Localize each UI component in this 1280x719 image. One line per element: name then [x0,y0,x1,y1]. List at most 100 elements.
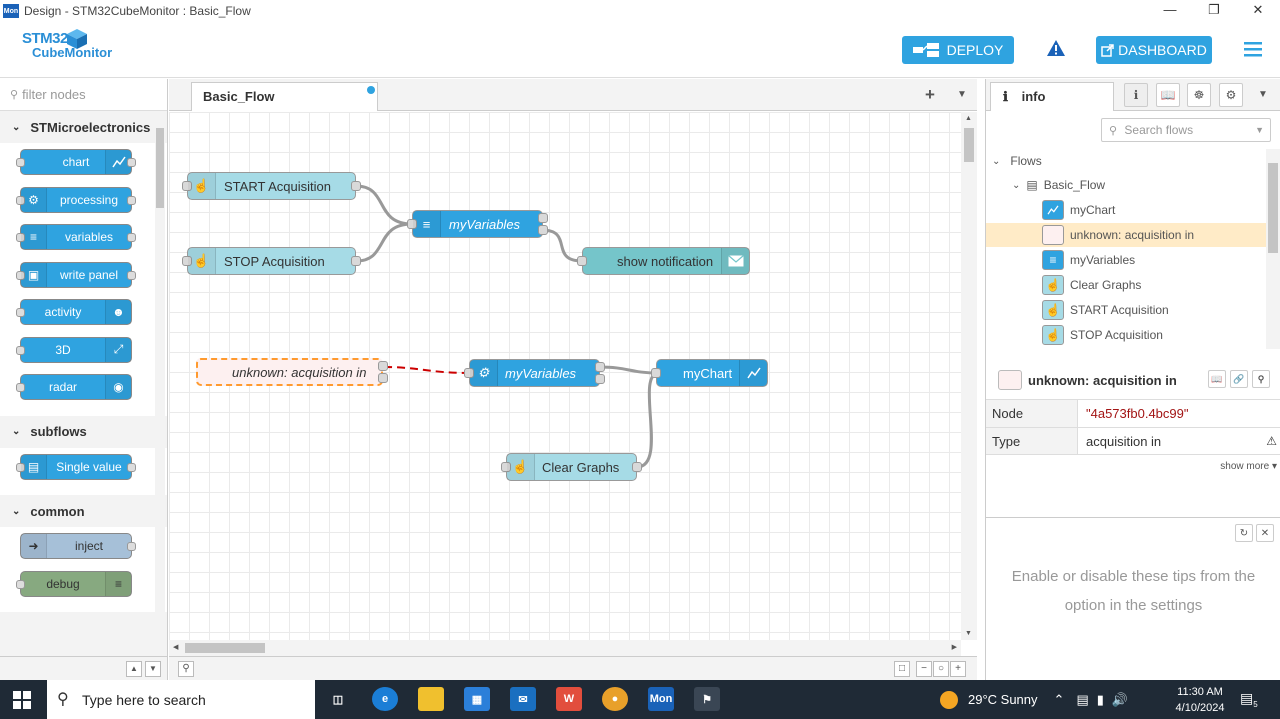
palette-node-debug[interactable]: debug≡ [16,570,132,597]
cube-icon [67,29,87,49]
tree-item-start-acquisition[interactable]: ☝ START Acquisition [986,298,1266,322]
zoom-reset-button[interactable]: ○ [933,661,949,677]
search-icon[interactable]: ⚲ [1252,370,1270,388]
palette-node-3d[interactable]: 3D⤢ [16,336,132,363]
palette-scrollbar[interactable] [155,112,165,652]
close-icon[interactable]: ✕ [1256,524,1274,542]
book-icon[interactable]: 📖 [1156,83,1180,107]
task-view-icon[interactable]: ◫ [332,693,344,706]
flow-list-dropdown[interactable]: ▼ [957,89,967,100]
search-flows-input[interactable]: ⚲ Search flows ▼ [1101,118,1271,142]
windows-start-icon[interactable] [13,691,31,709]
palette-node-inject[interactable]: ➜inject [20,533,136,559]
palette-node-single-value[interactable]: ▤Single value [16,453,136,480]
chrome-icon[interactable]: ● [602,687,628,711]
refresh-icon[interactable]: ↻ [1235,524,1253,542]
envelope-icon [721,248,749,274]
chevron-down-icon: ⌄ [992,155,1001,167]
tab-info[interactable]: ℹ info [990,82,1114,111]
tree-item-mychart[interactable]: myChart [986,198,1266,222]
title-bar: Mon Design - STM32CubeMonitor : Basic_Fl… [0,0,1280,22]
store-icon[interactable]: ▦ [464,687,490,711]
tree-item-clear-graphs[interactable]: ☝ Clear Graphs [986,273,1266,297]
close-window-button[interactable]: ✕ [1252,2,1264,17]
file-explorer-icon[interactable] [418,687,444,711]
weather-widget[interactable]: 29°C Sunny [968,692,1038,707]
flow-node-myvariables-2[interactable]: ⚙ myVariables [464,359,605,387]
taskbar-search-box[interactable]: ⚲ Type here to search [47,680,315,719]
zoom-out-button[interactable]: − [916,661,932,677]
palette-node-variables[interactable]: ≡variables [16,224,136,250]
node-palette: ⚲ filter nodes ⌄ STMicroelectronics char… [0,79,168,656]
expand-all-button[interactable]: ▼ [145,661,161,677]
volume-icon[interactable]: 🔊 [1111,691,1129,707]
restore-button[interactable]: ❐ [1208,2,1220,17]
hand-pointer-icon: ☝ [1042,325,1064,345]
book-icon[interactable]: 📖 [1208,370,1226,388]
flow-node-mychart[interactable]: myChart [651,359,768,387]
network-icon[interactable]: ▤ [1076,691,1089,707]
chevron-up-icon[interactable]: ⌃ [1053,691,1065,707]
bug-icon[interactable]: ☸ [1187,83,1211,107]
category-stmicroelectronics[interactable]: ⌄ STMicroelectronics [0,111,167,143]
clock[interactable]: 11:30 AM 4/10/2024 [1175,686,1225,714]
warning-icon[interactable] [1046,39,1066,57]
flow-node-myvariables-1[interactable]: ≡ myVariables [407,210,548,238]
flow-node-clear-graphs[interactable]: ☝ Clear Graphs [501,453,642,481]
gear-icon: ⚙ [21,187,47,212]
show-more-link[interactable]: show more ▾ [1220,461,1277,472]
search-flows-button[interactable]: ⚲ [178,661,194,677]
tab-basic-flow[interactable]: Basic_Flow [191,82,378,111]
battery-icon[interactable]: ▮ [1096,691,1104,707]
list-icon: ≡ [21,225,47,249]
hamburger-menu-icon[interactable] [1244,41,1262,57]
collapse-all-button[interactable]: ▲ [126,661,142,677]
info-tab-button[interactable]: ℹ [1124,83,1148,107]
flow-node-show-notification[interactable]: show notification [577,247,750,275]
tree-scrollbar[interactable] [1266,149,1280,349]
flow-node-start-acquisition[interactable]: ☝ START Acquisition [182,172,361,200]
tree-item-unknown-acquisition-in[interactable]: unknown: acquisition in [986,223,1266,247]
zoom-in-button[interactable]: + [950,661,966,677]
target-icon: ◉ [105,375,131,399]
minimize-button[interactable]: — [1163,2,1177,17]
add-flow-button[interactable]: + [925,85,935,104]
navigator-button[interactable]: □ [894,661,910,677]
chevron-down-icon[interactable]: ▼ [1258,89,1268,100]
tree-item-myvariables[interactable]: ≡ myVariables [986,248,1266,272]
flow-canvas[interactable]: ☝ START Acquisition ☝ STOP Acquisition ≡… [169,112,961,640]
system-tray: 29°C Sunny ⌃ ▤ ▮ 🔊 [940,680,1128,719]
palette-node-radar[interactable]: radar◉ [16,374,132,400]
link-icon[interactable]: 🔗 [1230,370,1248,388]
flow-node-stop-acquisition[interactable]: ☝ STOP Acquisition [182,247,361,275]
palette-node-write-panel[interactable]: ▣write panel [16,261,136,288]
stm32cubemonitor-taskbar-icon[interactable]: Mon [648,687,674,711]
wps-office-icon[interactable]: W [556,687,582,711]
palette-node-activity[interactable]: activity☻ [16,299,132,325]
filter-nodes-input[interactable]: ⚲ filter nodes [0,79,167,111]
edge-icon[interactable]: e [372,687,398,711]
app-taskbar-icon[interactable]: ⚑ [694,687,720,711]
unknown-node-icon [1042,225,1064,245]
expand-icon: ⤢ [105,337,131,362]
dashboard-button[interactable]: DASHBOARD [1096,36,1212,64]
flow-icon: ▤ [1026,178,1038,192]
palette-node-chart[interactable]: chart [16,149,136,175]
palette-node-processing[interactable]: ⚙processing [16,186,136,213]
canvas-horizontal-scrollbar[interactable]: ◀▶ [169,640,961,656]
canvas-vertical-scrollbar[interactable]: ▲▼ [961,112,977,640]
notification-center-icon[interactable]: ▤5 [1240,690,1258,709]
tree-item-stop-acquisition[interactable]: ☝ STOP Acquisition [986,323,1266,347]
mail-icon[interactable]: ✉ [510,687,536,711]
prop-row-node: Node "4a573fb0.4bc99" [986,399,1280,427]
panel-icon: ▣ [21,262,47,287]
deploy-button[interactable]: DEPLOY [902,36,1014,64]
tree-item-flows[interactable]: ⌄ Flows [992,154,1042,168]
window-title: Design - STM32CubeMonitor : Basic_Flow [24,4,251,18]
unknown-node-icon [998,370,1022,390]
gear-icon[interactable]: ⚙ [1219,83,1243,107]
category-subflows[interactable]: ⌄ subflows [0,415,167,448]
category-common[interactable]: ⌄ common [0,495,167,527]
tree-item-basic-flow[interactable]: ⌄ ▤ Basic_Flow [1012,178,1106,192]
flow-node-unknown-acquisition-in[interactable]: unknown: acquisition in [196,358,388,386]
